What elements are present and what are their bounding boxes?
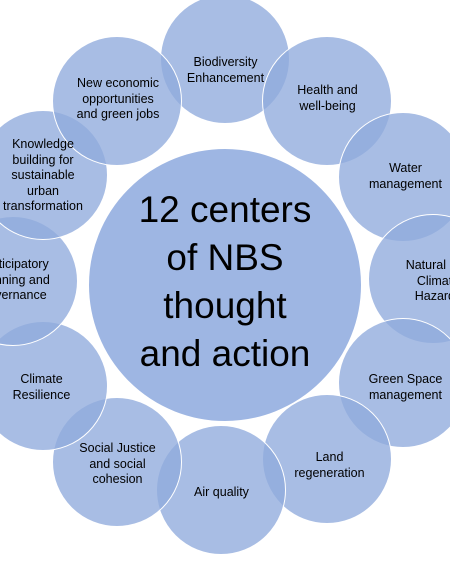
node-label-participatory: Participatory planning and governance xyxy=(0,257,50,302)
node-label-water: Water management xyxy=(369,161,442,191)
node-circle-green-space xyxy=(338,318,450,448)
center-circle xyxy=(88,148,362,422)
node-label-hazards: Natural and Climate Hazards xyxy=(405,258,450,303)
node-label-land: Land regeneration xyxy=(294,450,365,480)
node-label-social-justice: Social Justice and social cohesion xyxy=(79,441,156,486)
node-label-air: Air quality xyxy=(194,485,249,499)
node-label-biodiversity: Biodiversity Enhancement xyxy=(186,55,265,85)
node-label-health: Health and well-being xyxy=(297,83,358,113)
center-title: 12 centers of NBS thought and action xyxy=(138,189,312,374)
node-label-green-space: Green Space management xyxy=(368,372,443,402)
node-circle-economic xyxy=(52,36,182,166)
node-label-economic: New economic opportunities and green job… xyxy=(76,76,160,121)
node-label-knowledge: Knowledge building for sustainable urban… xyxy=(3,137,83,213)
node-label-climate-resilience: Climate Resilience xyxy=(12,372,71,402)
